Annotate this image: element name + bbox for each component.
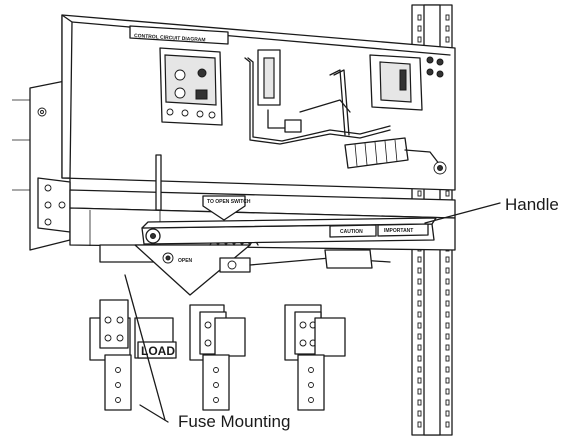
rail-slot <box>445 289 450 296</box>
rail-slot <box>445 355 450 362</box>
rail-slot <box>417 366 422 373</box>
rail-slot <box>417 278 422 285</box>
rail-slot <box>417 399 422 406</box>
important-label: IMPORTANT <box>384 228 413 234</box>
rail-slot <box>445 311 450 318</box>
rail-slot <box>417 322 422 329</box>
rail-slot <box>445 388 450 395</box>
diagram-title: CONTROL CIRCUIT DIAGRAM <box>134 33 206 43</box>
to-open-switch-text: TO OPEN SWITCH <box>207 199 251 205</box>
spring-mechanism <box>209 240 391 273</box>
open-marker: OPEN <box>178 258 193 264</box>
rail-slot <box>445 410 450 417</box>
handle-callout: Handle <box>424 195 559 224</box>
rail-slot <box>417 300 422 307</box>
handle-label: Handle <box>505 195 559 214</box>
rail-slot <box>445 278 450 285</box>
rail-slot <box>417 25 422 32</box>
rail-slot <box>417 267 422 274</box>
rail-slot <box>417 14 422 21</box>
rail-slot <box>417 36 422 43</box>
control-wiring <box>244 49 391 145</box>
rail-slot <box>417 377 422 384</box>
relay-module <box>159 47 223 126</box>
rail-slot <box>445 377 450 384</box>
rail-slot <box>445 267 450 274</box>
fuse-mount-left: LOAD <box>89 299 177 411</box>
rail-slot <box>445 36 450 43</box>
rail-slot <box>445 333 450 340</box>
to-open-sign: TO OPEN SWITCH <box>202 195 251 221</box>
rail-slot <box>417 344 422 351</box>
rail-slot <box>417 333 422 340</box>
rail-slot <box>417 289 422 296</box>
rail-slot <box>417 355 422 362</box>
rail-slot <box>445 190 450 197</box>
caution-label: CAUTION <box>340 229 363 235</box>
rail-slot <box>417 190 422 197</box>
rail-slot <box>417 256 422 263</box>
rail-slot <box>445 14 450 21</box>
rail-slot <box>445 399 450 406</box>
handle-bar: CAUTION IMPORTANT <box>141 217 437 245</box>
rail-slot <box>445 256 450 263</box>
fuse-mounting-callout: Fuse Mounting <box>124 274 290 431</box>
fuse-mounting-label: Fuse Mounting <box>178 412 290 431</box>
rail-slot <box>445 421 450 428</box>
fuse-mount-right <box>284 304 346 411</box>
rail-slot <box>417 311 422 318</box>
rail-slot <box>445 366 450 373</box>
terminal-block <box>344 137 447 175</box>
rail-slot <box>417 421 422 428</box>
rail-slot <box>445 344 450 351</box>
rail-slot <box>417 388 422 395</box>
rail-slot <box>445 322 450 329</box>
fuse-mount-middle <box>189 304 246 411</box>
load-label: LOAD <box>141 344 175 358</box>
rail-slot <box>417 410 422 417</box>
terminal-device <box>369 54 444 111</box>
left-side-plate <box>12 79 71 251</box>
rail-slot <box>445 300 450 307</box>
rail-slot <box>445 25 450 32</box>
